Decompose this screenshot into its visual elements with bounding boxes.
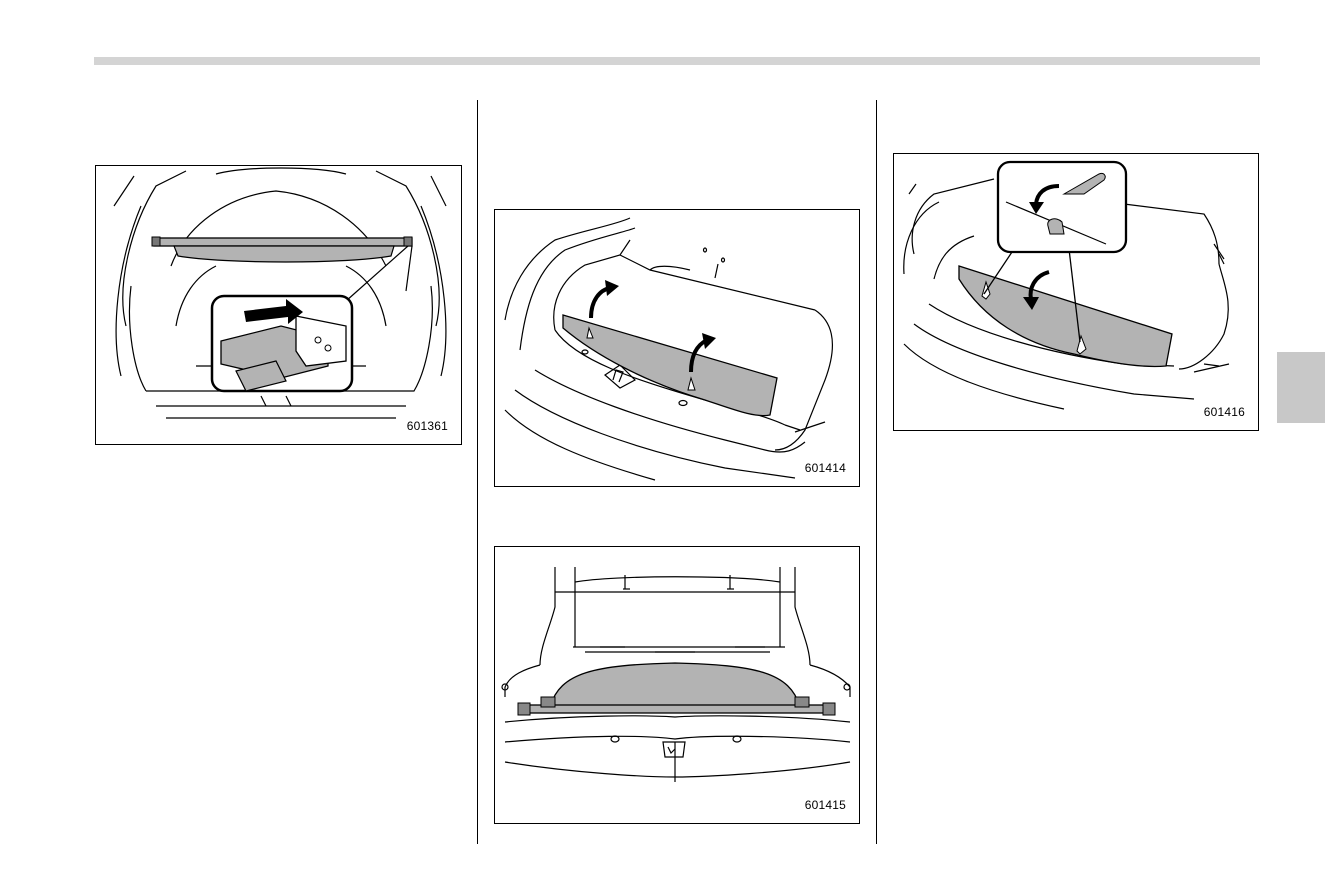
column-divider-left — [477, 100, 478, 844]
figure-601361: 601361 — [95, 165, 462, 445]
cargo-area-lift-tonneau-cover-illustration — [495, 210, 860, 487]
tonneau-cover-rear-view-illustration — [495, 547, 860, 824]
figure-code: 601414 — [805, 461, 846, 475]
tonneau-cover-install-hooks-illustration — [894, 154, 1259, 431]
figure-601416: 601416 — [893, 153, 1259, 431]
header-rule — [94, 57, 1260, 65]
column-divider-right — [876, 100, 877, 844]
section-tab — [1277, 352, 1325, 423]
figure-code: 601361 — [407, 419, 448, 433]
figure-code: 601415 — [805, 798, 846, 812]
figure-601415: 601415 — [494, 546, 860, 824]
cargo-cover-hook-release-illustration — [96, 166, 462, 445]
figure-601414: 601414 — [494, 209, 860, 487]
figure-code: 601416 — [1204, 405, 1245, 419]
